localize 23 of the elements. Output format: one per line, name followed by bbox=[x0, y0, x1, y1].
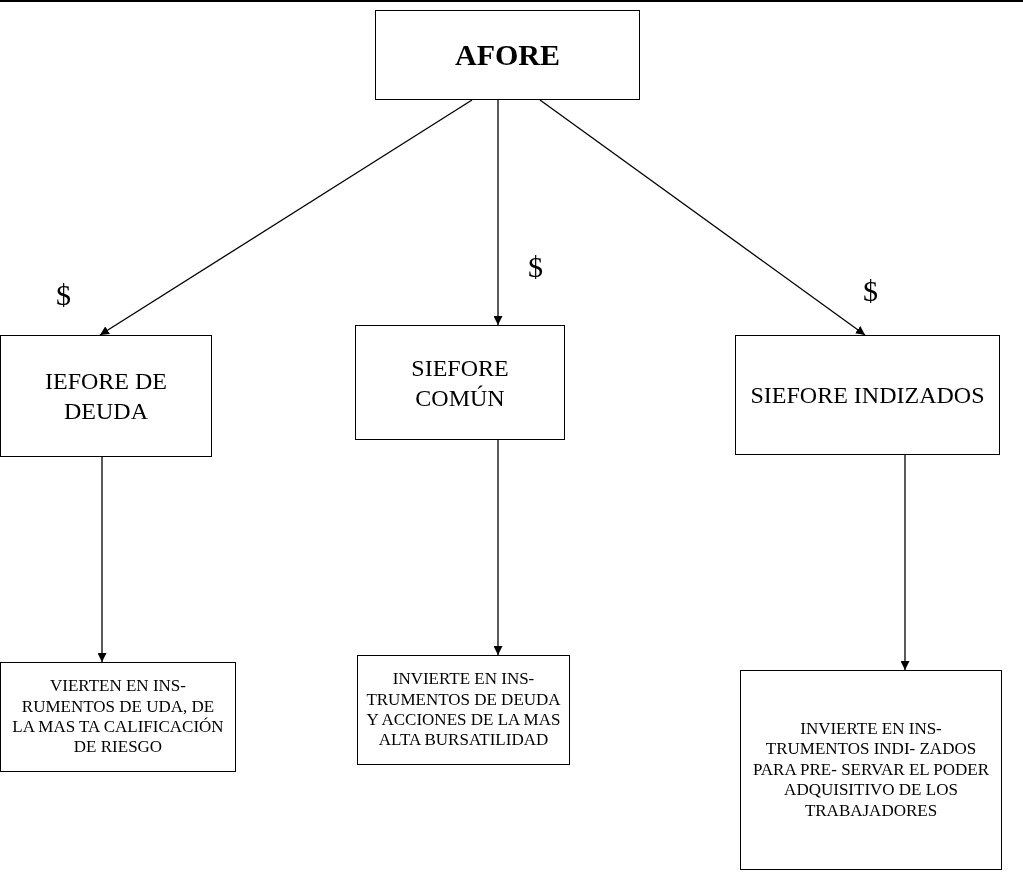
process-box bbox=[357, 655, 570, 765]
process-box bbox=[735, 335, 1000, 455]
box-text: SIEFORE COMÚN bbox=[410, 353, 510, 413]
arrow bbox=[900, 454, 910, 671]
box-text: IEFORE DE DEUDA bbox=[44, 367, 168, 426]
dollar-sign-label: $ bbox=[56, 280, 71, 310]
box-text: INVIERTE EN INS- TRUMENTOS DE DEUDA Y ACCIONES DE LA MAS ALTA BURSATILIDAD bbox=[366, 669, 561, 751]
dollar-sign-label: $ bbox=[528, 252, 543, 282]
box-text: SIEFORE INDIZADOS bbox=[750, 381, 985, 410]
box-text: INVIERTE EN INS- TRUMENTOS INDI- ZADOS PARA PRE- SERVAR EL PODER ADQUISITIVO DE LOS TRABAJADORES bbox=[751, 719, 991, 821]
box-text: VIERTEN EN INS- RUMENTOS DE UDA, DE LA MAS TA CALIFICACIÓN DE RIESGO bbox=[11, 676, 225, 758]
arrow bbox=[99, 99, 473, 336]
process-box bbox=[0, 335, 212, 457]
dollar-sign-label: $ bbox=[863, 276, 878, 306]
process-box bbox=[375, 10, 640, 100]
arrow bbox=[493, 439, 503, 656]
box-text: AFORE bbox=[455, 37, 560, 74]
process-box bbox=[740, 670, 1002, 870]
arrow bbox=[539, 99, 866, 336]
arrow bbox=[493, 99, 503, 326]
arrow bbox=[97, 456, 107, 663]
process-box bbox=[0, 662, 236, 772]
process-box bbox=[355, 325, 565, 440]
